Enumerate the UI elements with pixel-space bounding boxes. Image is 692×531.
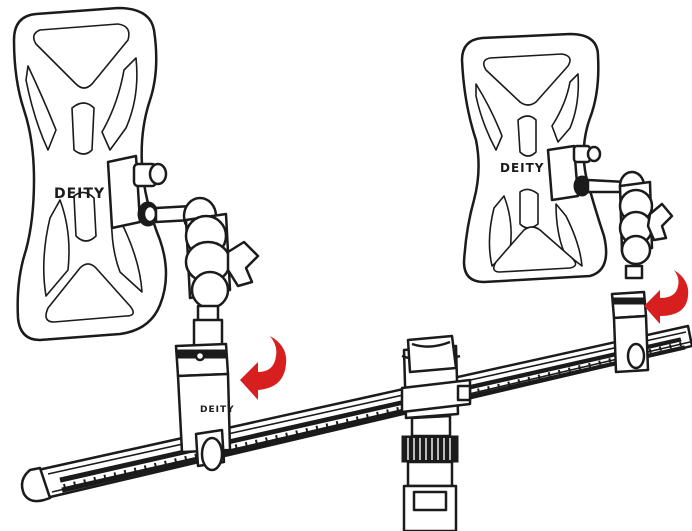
bar-tick [537,374,541,379]
center-clamp [400,334,472,531]
bar-tick [648,348,652,354]
bar-tick [608,358,612,363]
bar-tick [264,437,268,442]
bar-tick [234,444,238,449]
bar-tick [547,372,551,377]
mounting-bar [20,324,692,503]
bar-tick [133,467,137,472]
bar-tick [658,346,662,351]
bar-tick [194,453,198,458]
bar-tick [477,388,481,393]
bar-tick [113,472,117,477]
bar-tick [668,344,672,349]
bar-tick [143,465,147,470]
bar-tick [487,385,491,391]
bar-tick [244,441,248,447]
bar-tick [365,413,369,419]
bar-tick [295,430,299,435]
bar-tick [123,469,127,475]
bar-tick [588,362,592,368]
left-mount-plate: DEITY [12,6,168,342]
left-red-arrow [240,336,287,400]
bar-tick [275,434,279,440]
bar-tick [507,381,511,386]
bar-clamp-label: DEITY [200,405,235,415]
left-bar-clamp: DEITY [174,342,235,472]
bar-tick [396,406,400,412]
bar-tick [598,360,602,365]
bar-tick [355,416,359,421]
bar-tick [335,420,339,426]
bar-tick [153,462,157,468]
bar-tick [305,427,309,433]
bar-tick [679,341,682,347]
bar-tick [578,365,581,370]
bar-tick [345,418,349,424]
bar-tick [174,458,178,463]
bar-tick [497,383,501,389]
right-red-arrow [644,270,689,324]
bar-tick [103,474,107,479]
bar-tick [557,369,561,375]
bar-tick [376,411,380,417]
bar-tick [83,479,87,484]
right-ball-arm [618,170,674,280]
bar-tick [63,483,66,489]
bar-tick [386,409,390,414]
bar-tick [164,460,167,465]
bar-tick [527,376,531,382]
left-plate-clamp [106,154,194,230]
bar-tick [254,439,258,445]
bar-tick [567,367,571,372]
bar-tick [73,481,77,486]
bar-tick [517,379,521,384]
left-ball-arm [182,196,260,348]
right-plate-clamp [546,144,628,202]
bar-tick [325,423,329,428]
bar-tick [93,476,97,482]
bar-tick [184,455,188,461]
bar-tick [315,425,319,431]
left-brand-mark: DEITY [54,186,105,202]
right-brand-mark: DEITY [500,161,545,175]
right-mount-plate: DEITY [460,32,608,284]
right-bar-clamp [610,290,650,374]
bar-tick [285,432,289,438]
